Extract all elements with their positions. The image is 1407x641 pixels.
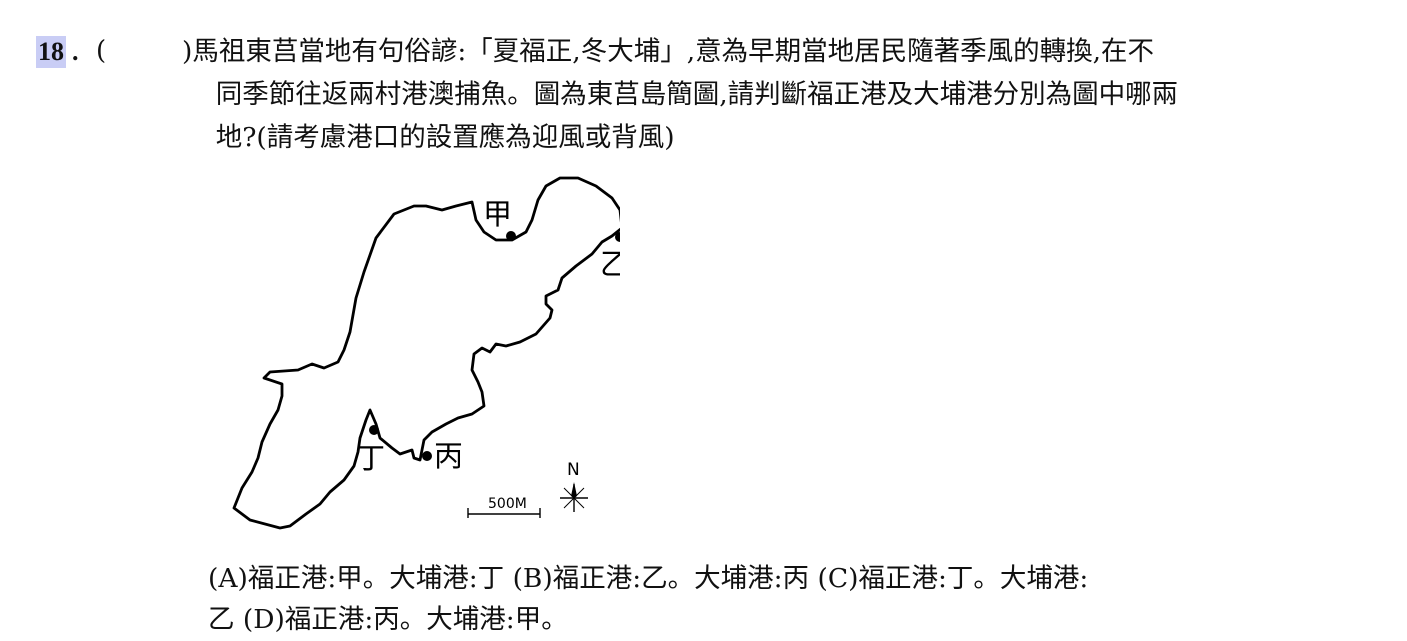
location-dot-bing bbox=[422, 451, 432, 461]
answer-blank-open-paren: ( bbox=[96, 36, 107, 66]
dongju-island-map: 甲 乙 丁 丙 500M N bbox=[232, 176, 620, 530]
north-label: N bbox=[567, 460, 580, 480]
north-arrow-icon: N bbox=[560, 460, 588, 512]
island-outline bbox=[232, 176, 620, 530]
map-label-yi: 乙 bbox=[600, 247, 620, 281]
options-line-2: 乙 (D)福正港:丙。大埔港:甲。 bbox=[208, 604, 568, 635]
options-line-1: (A)福正港:甲。大埔港:丁 (B)福正港:乙。大埔港:丙 (C)福正港:丁。大… bbox=[208, 563, 1089, 594]
question-line-1: )馬祖東莒當地有句俗諺:「夏福正,冬大埔」,意為早期當地居民隨著季風的轉換,在不 bbox=[182, 36, 1155, 67]
map-label-bing: 丙 bbox=[434, 439, 463, 473]
scale-label: 500M bbox=[488, 496, 527, 512]
scale-bar: 500M bbox=[467, 496, 541, 518]
location-dot-jia bbox=[506, 231, 516, 241]
question-line-3: 地?(請考慮港口的設置應為迎風或背風) bbox=[182, 122, 675, 153]
question-line-2: 同季節往返兩村港澳捕魚。圖為東莒島簡圖,請判斷福正港及大埔港分別為圖中哪兩 bbox=[182, 79, 1179, 110]
location-dot-yi bbox=[615, 232, 620, 242]
question-number-dot: . bbox=[72, 37, 79, 66]
question-text: )馬祖東莒當地有句俗諺:「夏福正,冬大埔」,意為早期當地居民隨著季風的轉換,在不… bbox=[182, 30, 1392, 159]
answer-options: (A)福正港:甲。大埔港:丁 (B)福正港:乙。大埔港:丙 (C)福正港:丁。大… bbox=[208, 558, 1398, 640]
location-dot-ding bbox=[369, 425, 379, 435]
map-label-jia: 甲 bbox=[483, 197, 512, 231]
question-number: 18 bbox=[36, 36, 66, 68]
map-label-ding: 丁 bbox=[356, 441, 385, 475]
